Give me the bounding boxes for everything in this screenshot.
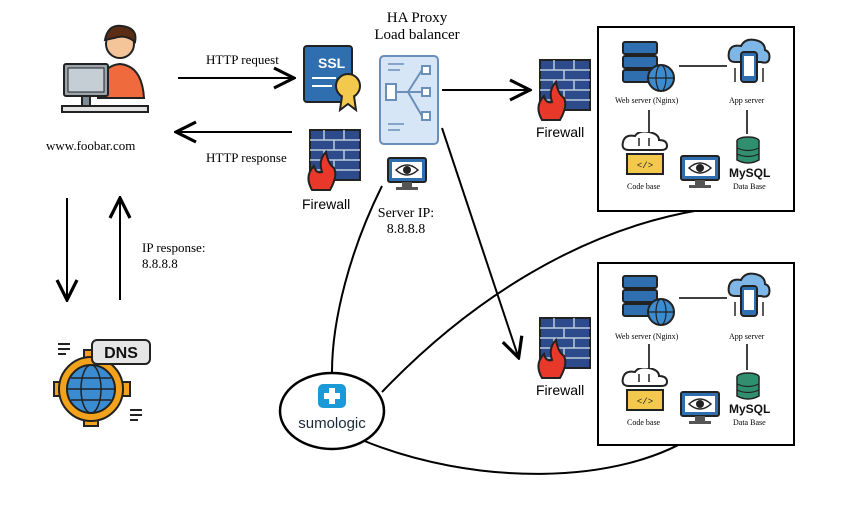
app-server-icon [727, 272, 771, 327]
server-box-1-monitor-icon [679, 154, 721, 195]
database-icon [735, 372, 761, 407]
lb-server-ip-label: Server IP: [377, 206, 435, 221]
dns-tag-text: DNS [104, 345, 138, 362]
code-base-label: Code base [627, 182, 661, 191]
http-request-label: HTTP request [206, 52, 279, 67]
ssl-certificate-icon: SSL [302, 42, 366, 117]
app-server-label: App server [729, 96, 765, 105]
web-server-icon [621, 38, 677, 99]
mysql-label: MySQL [729, 166, 771, 180]
lb-monitor-agent-icon [386, 156, 428, 197]
svg-text:</>: </> [637, 397, 653, 407]
dns-globe-icon: DNS [40, 336, 160, 441]
lb-title-line-2: Load balancer [374, 27, 460, 43]
firewall-client-label: Firewall [302, 196, 351, 212]
server-box-2: Web server (Nginx) App server </> Code b… [597, 262, 795, 446]
code-base-label: Code base [627, 418, 661, 427]
lb-title-line-1: HA Proxy [386, 10, 448, 26]
app-server-label: App server [729, 332, 765, 341]
dns-ip-value: 8.8.8.8 [142, 256, 178, 271]
web-server-label: Web server (Nginx) [615, 332, 679, 341]
app-server-icon [727, 38, 771, 93]
svg-text:</>: </> [637, 161, 653, 171]
sumologic-logo: sumologic [276, 370, 388, 457]
database-label: Data Base [733, 418, 766, 427]
database-label: Data Base [733, 182, 766, 191]
firewall-server-2-label: Firewall [536, 382, 585, 398]
firewall-server-1-icon [534, 58, 592, 127]
lb-to-firewall-2-arrow [441, 127, 518, 356]
monitor-curve-lb [331, 185, 383, 373]
http-response-label: HTTP response [206, 150, 287, 165]
server-box-2-monitor-icon [679, 390, 721, 431]
sumologic-text: sumologic [298, 415, 366, 432]
code-base-icon: </> [621, 366, 673, 417]
lb-server-ip-value: 8.8.8.8 [386, 222, 426, 237]
mysql-label: MySQL [729, 402, 771, 416]
load-balancer-icon [378, 54, 442, 151]
database-icon [735, 136, 761, 171]
firewall-client-icon [304, 128, 362, 197]
web-server-label: Web server (Nginx) [615, 96, 679, 105]
client-url-label: www.foobar.com [46, 138, 136, 153]
firewall-server-2-icon [534, 316, 592, 385]
monitor-curve-server-1 [381, 209, 701, 393]
dns-ip-response-label: IP response: [142, 240, 206, 255]
firewall-server-1-label: Firewall [536, 124, 585, 140]
server-box-1-links [648, 65, 748, 134]
server-box-1: Web server (Nginx) App server </> Code b… [597, 26, 795, 212]
server-box-2-links [648, 297, 748, 370]
web-server-icon [621, 272, 677, 333]
code-base-icon: </> [621, 130, 673, 181]
monitor-curve-server-2 [361, 431, 701, 475]
svg-text:SSL: SSL [318, 55, 346, 71]
client-user-icon [58, 22, 150, 127]
